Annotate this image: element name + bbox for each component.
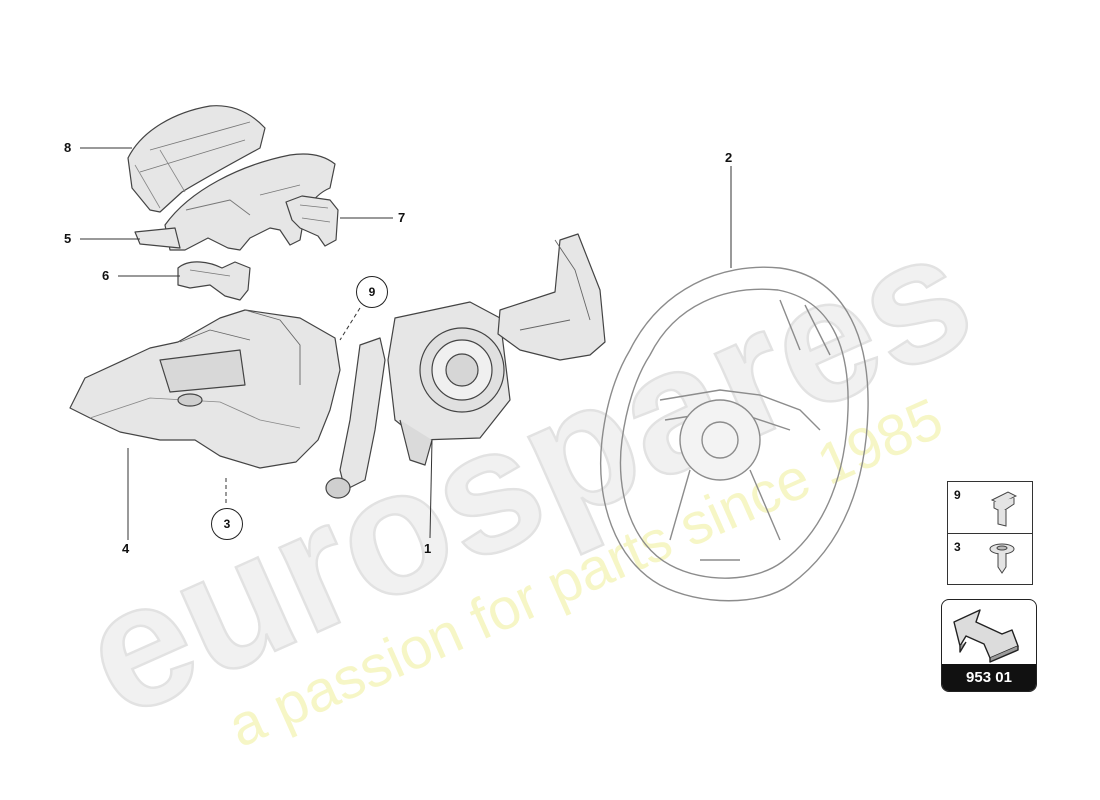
- part-6-trim: [177, 261, 251, 301]
- legend-divider: [948, 533, 1032, 534]
- legend-number-9: 9: [954, 488, 961, 502]
- part-5-shroud-upper: [134, 153, 336, 251]
- callout-3-circle: 3: [211, 508, 243, 540]
- part-2-steering-wheel: [599, 266, 869, 602]
- part-8-upper-cover: [127, 105, 266, 213]
- callout-8: 8: [64, 140, 72, 155]
- part-4-lower-shroud: [69, 309, 341, 469]
- flange-bolt-icon: [990, 491, 1018, 527]
- part-1-combination-switch: [325, 233, 606, 499]
- callout-9-circle: 9: [356, 276, 388, 308]
- fastener-legend: 9 3: [947, 481, 1033, 585]
- expanding-rivet-icon: [989, 543, 1015, 574]
- callout-6: 6: [102, 268, 110, 283]
- callout-7: 7: [398, 210, 406, 225]
- legend-number-3: 3: [954, 540, 961, 554]
- callout-1: 1: [424, 541, 432, 556]
- callout-2: 2: [725, 150, 733, 165]
- part-7-bracket: [285, 195, 339, 247]
- callout-4: 4: [122, 541, 130, 556]
- page-reference-box: 953 01: [941, 599, 1037, 692]
- page-reference-label: 953 01: [942, 664, 1036, 691]
- direction-arrow-icon: [953, 609, 1019, 663]
- callout-5: 5: [64, 231, 72, 246]
- leader-lines: [80, 147, 732, 540]
